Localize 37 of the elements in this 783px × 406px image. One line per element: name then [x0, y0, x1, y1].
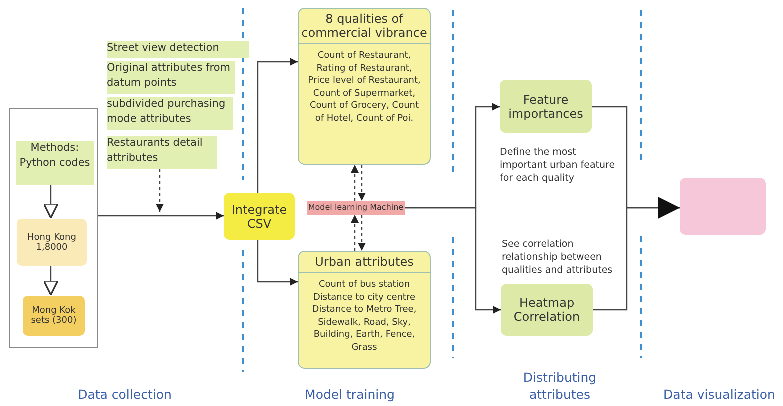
group-frame — [9, 108, 98, 348]
annotation-text: Define the most important urban feature for each quality — [500, 146, 616, 185]
highlighted-text: subdivided purchasing mode attributes — [107, 97, 233, 130]
dashed-arrow — [156, 169, 164, 212]
highlighted-text: Original attributes from datum points — [107, 61, 235, 94]
panel-body-text: Count of Restaurant, Rating of Restaurant, Price level of Restaurant, Count of Supermarket, Count of Grocery, Count of Hotel, Count of Poi. — [307, 50, 422, 126]
process-box: Integrate CSV — [224, 193, 295, 240]
highlighted-text: Street view detection — [107, 41, 249, 58]
panel-heading: 8 qualities of commercial vibrance — [299, 9, 430, 44]
highlighted-text: Methods: Python codes — [16, 141, 94, 185]
panel-body-text: Count of bus station Distance to city centre Distance to Metro Tree, Sidewalk, Road, Sky, Building, Earth, Fence, Grass — [311, 279, 418, 354]
arrow — [257, 58, 298, 193]
process-box: Hong Kong 1,8000 — [17, 219, 87, 266]
process-box: Mong Kok sets (300) — [23, 296, 85, 336]
dashed-arrow — [351, 215, 359, 251]
attribute-panel — [298, 251, 431, 369]
direction-arrow — [43, 265, 59, 296]
section-title: Data visualization — [662, 386, 776, 403]
arrow — [257, 240, 298, 286]
dashed-arrow — [358, 165, 366, 201]
output-box — [680, 178, 766, 235]
panel-heading: Urban attributes — [299, 252, 430, 273]
annotation-text: See correlation relationship between qualities and attributes — [502, 238, 614, 277]
direction-arrow — [43, 184, 59, 219]
section-title: Distributing attributes — [522, 369, 598, 403]
section-title: Model training — [304, 386, 396, 403]
dashed-arrow — [351, 165, 359, 201]
highlighted-text: Model learning Machine — [307, 201, 405, 215]
attribute-panel — [298, 8, 431, 165]
process-box: Heatmap Correlation — [501, 284, 593, 336]
arrow — [593, 197, 680, 311]
highlighted-text: Restaurants detail attributes — [107, 136, 217, 169]
process-box: Feature importances — [500, 80, 592, 133]
dashed-arrow — [358, 215, 366, 251]
arrow — [98, 212, 224, 220]
section-title: Data collection — [77, 386, 173, 403]
arrow — [405, 207, 501, 314]
